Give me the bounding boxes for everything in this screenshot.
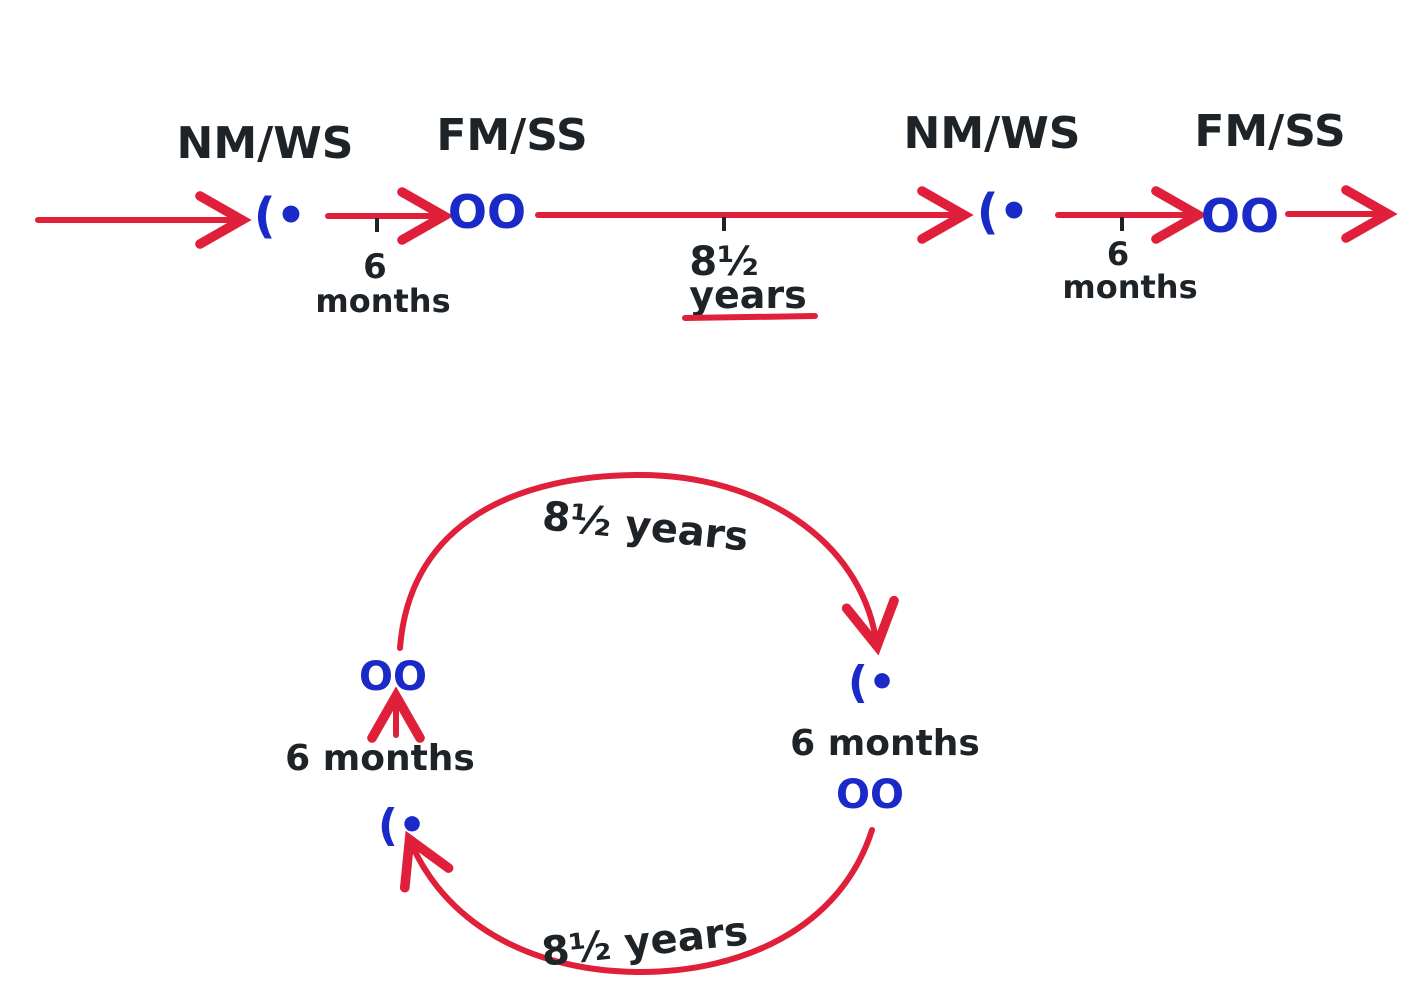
new-moon-icon: (• <box>378 800 426 851</box>
cycle-top-arc <box>397 471 899 656</box>
underline <box>682 313 818 321</box>
cycle: 8½ years 8½ years 6 months 6 months OO (… <box>285 471 980 976</box>
cycle-top-label: 8½ years <box>540 493 751 560</box>
new-moon-icon: (• <box>977 184 1030 240</box>
new-moon-icon: (• <box>254 188 307 244</box>
cycle-right-label: 6 months <box>790 723 980 764</box>
full-moon-icon: OO <box>1201 189 1279 243</box>
full-moon-icon: OO <box>359 654 427 700</box>
label-nm-ws-2: NM/WS <box>904 108 1081 159</box>
label-nm-ws-1: NM/WS <box>177 118 354 169</box>
interval-3-number: 6 <box>1107 235 1129 273</box>
interval-2-number: 8½ <box>689 239 758 285</box>
new-moon-icon: (• <box>848 657 896 708</box>
label-fm-ss-1: FM/SS <box>436 110 587 161</box>
timeline: NM/WS FM/SS NM/WS FM/SS (• OO (• OO 6 mo… <box>35 106 1398 321</box>
full-moon-icon: OO <box>836 772 904 818</box>
cycle-bottom-arc <box>400 827 875 976</box>
interval-1-unit: months <box>315 282 450 320</box>
cycle-left-label: 6 months <box>285 738 475 779</box>
interval-2-unit: years <box>689 273 807 317</box>
interval-3-unit: months <box>1062 268 1197 306</box>
full-moon-icon: OO <box>448 185 526 239</box>
label-fm-ss-2: FM/SS <box>1194 106 1345 157</box>
interval-1-number: 6 <box>363 247 387 287</box>
